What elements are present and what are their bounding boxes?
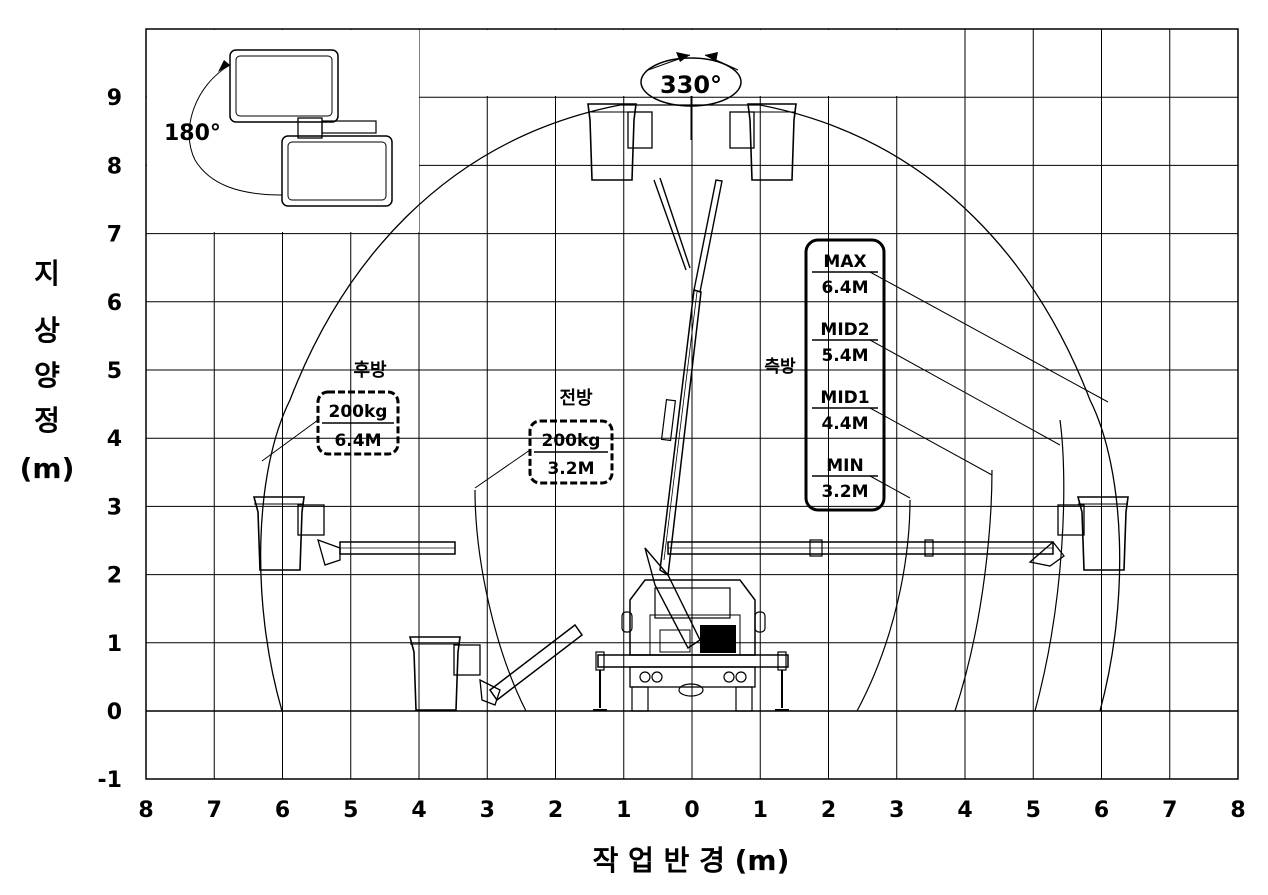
x-tick-label: 0 xyxy=(684,798,699,823)
y-axis-title-line: 정 xyxy=(34,404,60,437)
rear-label: 후방 xyxy=(353,360,387,381)
side-levels: MAX 6.4M MID2 5.4M MID1 4.4M MIN 3.2M xyxy=(820,252,869,502)
x-tick-label: 7 xyxy=(1162,798,1177,823)
x-tick-label: 1 xyxy=(753,798,768,823)
rear-spec-box xyxy=(316,390,400,456)
min-envelope-curve xyxy=(856,499,911,712)
mid2-envelope-curve xyxy=(1034,419,1065,712)
x-tick-label: 2 xyxy=(821,798,836,823)
x-tick-label: 2 xyxy=(548,798,563,823)
front-spec-box xyxy=(528,419,614,485)
x-tick-label: 5 xyxy=(1026,798,1041,823)
rotation-inset-background xyxy=(147,30,419,232)
x-tick-label: 8 xyxy=(1230,798,1245,823)
y-tick-label: 9 xyxy=(107,86,122,111)
x-tick-label: 1 xyxy=(616,798,631,823)
y-axis-title-line: 상 xyxy=(34,314,60,347)
mid1-leader-line xyxy=(869,407,993,476)
x-tick-label: 3 xyxy=(889,798,904,823)
side-level-reach: 6.4M xyxy=(821,278,868,298)
side-level-reach: 4.4M xyxy=(821,414,868,434)
x-tick-label: 4 xyxy=(411,798,426,823)
platform-side xyxy=(1028,496,1129,571)
turret-rotation-badge xyxy=(640,52,742,107)
x-tick-label: 6 xyxy=(1094,798,1109,823)
plot-frame xyxy=(145,28,1239,780)
side-level-reach: 5.4M xyxy=(821,346,868,366)
front-envelope-curve xyxy=(474,489,527,712)
x-tick-label: 5 xyxy=(343,798,358,823)
front-reach: 3.2M xyxy=(547,459,594,479)
side-level-reach: 3.2M xyxy=(821,482,868,502)
side-level-name: MAX xyxy=(823,252,866,272)
booms xyxy=(339,177,1054,702)
x-tick-label: 6 xyxy=(275,798,290,823)
min-leader-line xyxy=(869,475,911,499)
platform-top-left xyxy=(587,103,653,181)
rear-reach: 6.4M xyxy=(334,431,381,451)
max-leader-line xyxy=(869,271,1109,403)
front-label: 전방 xyxy=(559,388,593,409)
y-tick-label: 6 xyxy=(107,291,122,316)
platform-rotation-inset xyxy=(188,49,393,207)
y-tick-label: 4 xyxy=(107,427,122,452)
side-level-name: MID1 xyxy=(820,388,869,408)
truck xyxy=(593,579,789,712)
turret-rotation-angle: 330° xyxy=(660,71,722,99)
x-axis-title: 작 업 반 경 (m) xyxy=(593,844,790,877)
x-tick-label: 3 xyxy=(480,798,495,823)
platform-front-low xyxy=(408,636,501,711)
y-tick-label: -1 xyxy=(98,768,122,793)
y-tick-label: 3 xyxy=(107,495,122,520)
y-tick-label: 8 xyxy=(107,154,122,179)
turret-arrow-right-icon xyxy=(705,52,718,62)
front-load: 200kg xyxy=(542,431,601,451)
top-clear-area xyxy=(420,30,960,96)
mid1-envelope-curve xyxy=(954,469,993,712)
x-axis-ticks: 8 7 6 5 4 3 2 1 0 1 2 3 4 5 6 7 8 xyxy=(138,798,1245,823)
x-tick-label: 4 xyxy=(957,798,972,823)
platform-rotation-angle: 180° xyxy=(164,121,221,146)
y-axis-ticks: 9 8 7 6 5 4 3 2 1 0 -1 xyxy=(98,86,122,793)
platform-top-right xyxy=(729,103,797,181)
y-tick-label: 0 xyxy=(107,700,122,725)
y-tick-label: 5 xyxy=(107,359,122,384)
rear-load: 200kg xyxy=(329,402,388,422)
rotation-arrow-icon xyxy=(218,60,230,72)
side-spec-box xyxy=(804,238,886,512)
y-tick-label: 7 xyxy=(107,223,122,248)
rear-leader-line xyxy=(261,419,319,462)
platform-rear xyxy=(252,496,341,571)
x-tick-label: 8 xyxy=(138,798,153,823)
x-tick-label: 7 xyxy=(207,798,222,823)
mid2-leader-line xyxy=(869,339,1061,446)
y-axis-title-line: (m) xyxy=(20,452,75,485)
y-axis-title-line: 양 xyxy=(34,359,60,392)
side-label: 측방 xyxy=(764,357,796,377)
side-level-name: MIN xyxy=(826,456,863,476)
side-level-name: MID2 xyxy=(820,320,869,340)
y-tick-label: 1 xyxy=(107,632,122,657)
max-envelope-curve xyxy=(259,104,1121,712)
front-leader-line xyxy=(474,449,531,489)
y-tick-label: 2 xyxy=(107,564,122,589)
turret-arrow-left-icon xyxy=(676,52,690,62)
y-axis-title-line: 지 xyxy=(34,257,60,290)
